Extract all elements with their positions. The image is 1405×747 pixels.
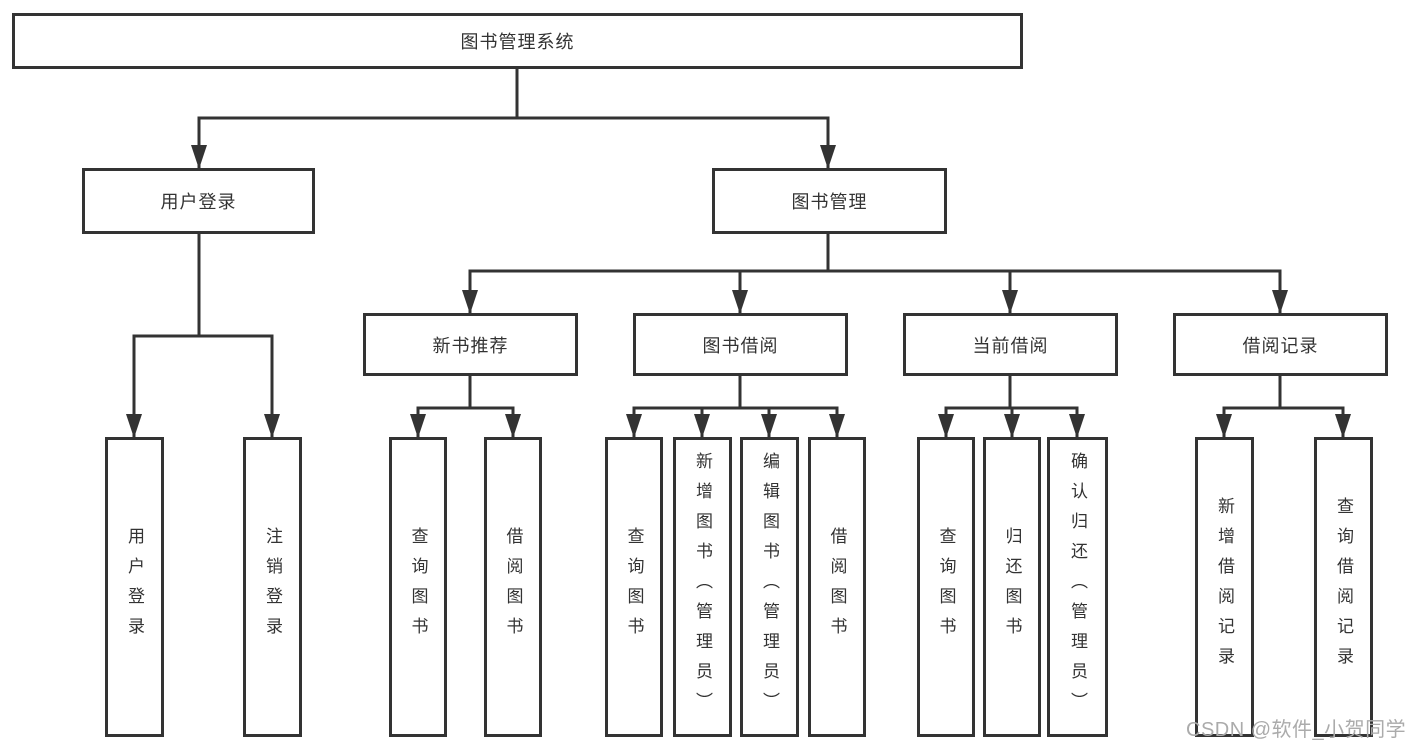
node-book-borrowing: 图书借阅 [633, 313, 848, 376]
node-borrowing-records: 借阅记录 [1173, 313, 1388, 376]
leaf-add-borrow-record: 新增借阅记录 [1195, 437, 1254, 737]
leaf-borrow-books-borrowing: 借阅图书 [808, 437, 866, 737]
node-book-management-module: 图书管理 [712, 168, 947, 234]
node-user-login-module: 用户登录 [82, 168, 315, 234]
leaf-borrow-books-recommend: 借阅图书 [484, 437, 542, 737]
leaf-confirm-return-admin: 确认归还（管理员） [1047, 437, 1108, 737]
node-root-library-system: 图书管理系统 [12, 13, 1023, 69]
leaf-query-borrow-record: 查询借阅记录 [1314, 437, 1373, 737]
arrow-down-icon [126, 145, 1351, 438]
leaf-query-books-borrowing: 查询图书 [605, 437, 663, 737]
csdn-watermark: CSDN @软件_小贺同学 [1186, 719, 1405, 741]
leaf-add-books-admin: 新增图书（管理员） [673, 437, 732, 737]
leaf-edit-books-admin: 编辑图书（管理员） [740, 437, 799, 737]
leaf-return-books: 归还图书 [983, 437, 1041, 737]
leaf-query-books-recommend: 查询图书 [389, 437, 447, 737]
node-new-book-recommend: 新书推荐 [363, 313, 578, 376]
node-current-borrowing: 当前借阅 [903, 313, 1118, 376]
leaf-query-books-current: 查询图书 [917, 437, 975, 737]
leaf-user-login: 用户登录 [105, 437, 164, 737]
leaf-logout-login: 注销登录 [243, 437, 302, 737]
tree-edges [132, 67, 1345, 439]
